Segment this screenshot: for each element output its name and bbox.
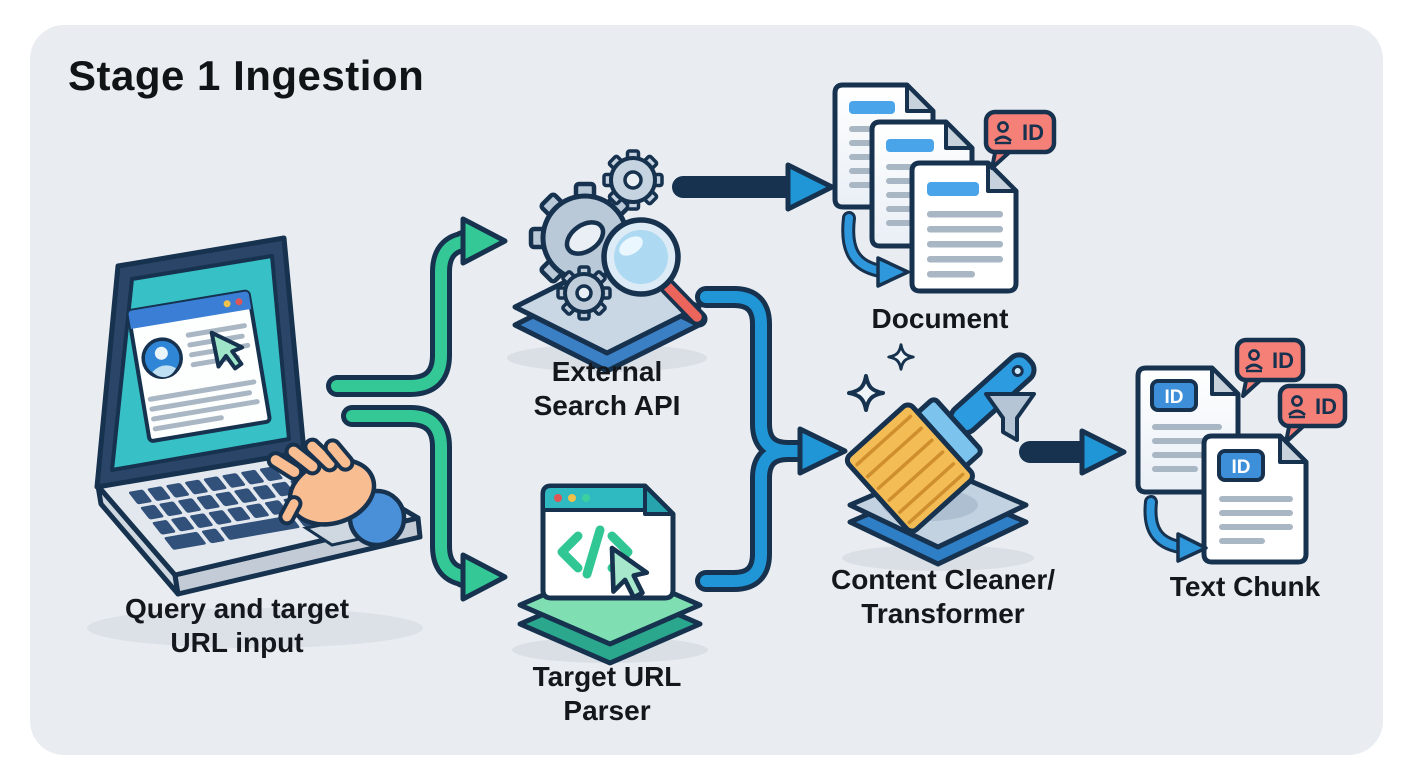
arrow-cleaner-to-text-chunk: [1019, 428, 1127, 476]
laptop-shadow: [87, 608, 423, 648]
sparkle-icon: [847, 343, 915, 412]
window-dot-green-icon: [582, 494, 590, 502]
gear-icon-small-top: [602, 149, 664, 211]
laptop-screen: [94, 235, 307, 490]
id-tag-label: ID: [1232, 457, 1251, 478]
label-text-chunk: Text Chunk: [1124, 570, 1366, 604]
hand-illustration: [266, 437, 407, 548]
id-tag-label: ID: [1165, 387, 1184, 408]
person-id-icon: [994, 121, 1012, 145]
folded-corner: [643, 484, 675, 516]
person-id-icon: [1245, 349, 1263, 373]
arrow-input-to-search-api: [326, 216, 508, 397]
window-dot-yellow-icon: [223, 300, 231, 308]
label-url-parser: Target URL Parser: [487, 660, 727, 727]
magnifier-icon: [601, 217, 708, 328]
document-icon: [909, 160, 1019, 294]
label-cleaner: Content Cleaner/ Transformer: [790, 563, 1096, 630]
curved-arrow-icon: [841, 211, 910, 288]
label-line: Text Chunk: [1169, 571, 1321, 602]
label-line: Target URL: [532, 661, 682, 692]
cleaner-node: [842, 343, 1037, 571]
browser-window: [126, 289, 272, 443]
id-bubble: ID: [1234, 337, 1306, 398]
search-api-node: [507, 149, 708, 374]
window-dot-yellow-icon: [568, 494, 576, 502]
person-id-icon: [1288, 395, 1306, 419]
label-search-api: External Search API: [487, 355, 727, 422]
arrow-input-to-url-parser: [341, 405, 508, 602]
label-line: Content Cleaner/: [830, 564, 1056, 595]
label-document: Document: [828, 302, 1052, 336]
url-parser-node: [512, 483, 708, 666]
id-bubble: ID: [983, 109, 1057, 170]
cursor-icon: [609, 545, 650, 600]
arrow-search-api-to-document: [672, 162, 835, 212]
merge-arrow-to-cleaner: [695, 286, 848, 592]
laptop-illustration: [87, 235, 423, 648]
document-stack: ID: [832, 82, 1057, 294]
gear-icon-small-bottom: [556, 265, 612, 321]
id-bubble-label: ID: [1315, 394, 1337, 419]
label-line: Search API: [533, 389, 681, 421]
window-dot-red-icon: [554, 494, 562, 502]
id-bubble-label: ID: [1022, 120, 1044, 145]
cursor-icon: [209, 330, 245, 371]
window-dot-red-icon: [235, 298, 243, 306]
funnel-icon: [984, 392, 1036, 442]
avatar-icon: [141, 337, 183, 379]
label-line: Parser: [563, 694, 651, 726]
label-line: Query and target: [124, 593, 350, 624]
label-query-input: Query and target URL input: [97, 592, 377, 659]
text-chunk-node: ID ID: [1135, 337, 1348, 565]
id-bubble-label: ID: [1272, 348, 1294, 373]
label-line: URL input: [170, 626, 304, 658]
curved-arrow-icon: [1143, 495, 1208, 563]
id-bubble: ID: [1277, 383, 1348, 444]
label-line: External: [551, 356, 663, 387]
code-window: [540, 483, 676, 601]
label-line: Document: [871, 303, 1009, 334]
label-line: Transformer: [861, 597, 1025, 629]
text-chunk-doc: ID: [1201, 433, 1309, 565]
page-title: Stage 1 Ingestion: [68, 52, 425, 99]
